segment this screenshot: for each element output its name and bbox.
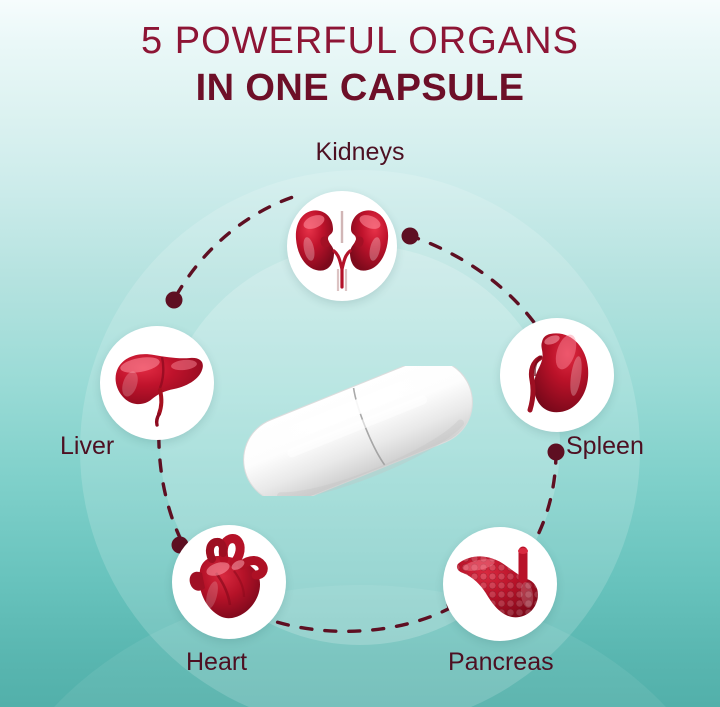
organ-label-heart: Heart	[186, 648, 248, 676]
organ-label-pancreas: Pancreas	[448, 648, 554, 676]
organ-label-spleen: Spleen	[566, 432, 644, 460]
organ-badge-kidneys[interactable]	[287, 191, 397, 301]
dot-spleen	[547, 443, 565, 461]
organ-label-kidneys: Kidneys	[315, 138, 405, 166]
title-line-2: IN ONE CAPSULE	[195, 67, 525, 109]
arc-pancreas-heart	[257, 605, 454, 633]
dot-kidneys	[401, 227, 419, 245]
liver-icon	[115, 354, 203, 427]
spleen-icon	[527, 333, 589, 413]
arc-liver-kidneys	[174, 195, 295, 298]
heart-icon	[189, 534, 268, 619]
capsule-icon	[243, 366, 473, 496]
pancreas-icon	[456, 546, 538, 618]
page-title: 5 POWERFUL ORGANS IN ONE CAPSULE	[0, 22, 720, 107]
arc-kidneys-spleen	[406, 233, 547, 340]
organ-badge-liver[interactable]	[100, 326, 214, 440]
dot-liver	[165, 291, 183, 309]
organ-badge-pancreas[interactable]	[443, 527, 557, 641]
title-line-1: 5 POWERFUL ORGANS	[141, 20, 579, 62]
organ-badge-heart[interactable]	[172, 525, 286, 639]
organ-label-liver: Liver	[60, 432, 115, 460]
organ-badge-spleen[interactable]	[500, 318, 614, 432]
kidneys-icon	[295, 210, 389, 291]
